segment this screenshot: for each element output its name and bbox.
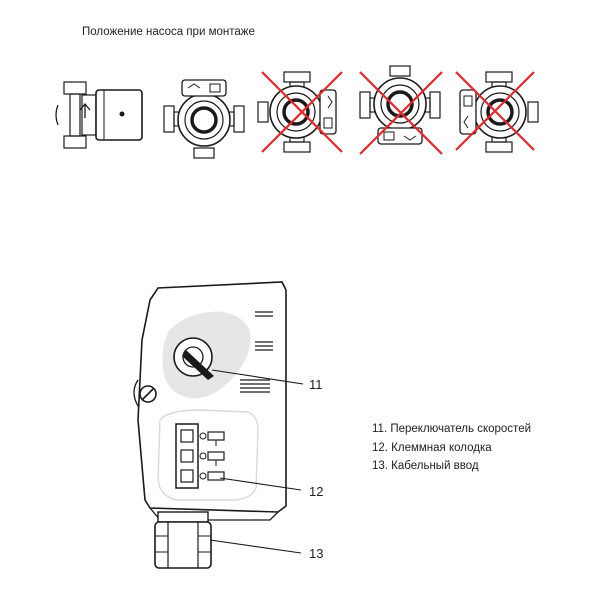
mount-position-1	[55, 81, 143, 149]
legend-item-terminal-block: 12. Клеммная колодка	[372, 441, 492, 454]
callout-12: 12	[309, 484, 323, 499]
terminal-phase-icon	[199, 472, 207, 480]
speed-switch	[173, 337, 214, 380]
legend: 11. Переключатель скоростей 12. Клеммная…	[372, 420, 531, 476]
terminal-neutral-icon	[199, 452, 207, 460]
speed-marks	[240, 311, 273, 393]
forbidden-cross-icon	[455, 71, 535, 151]
callout-11: 11	[309, 377, 323, 392]
flow-arrow-icon	[79, 102, 91, 118]
mount-position-4	[358, 64, 443, 155]
callout-13: 13	[309, 546, 323, 561]
forbidden-cross-icon	[359, 71, 443, 155]
mount-position-3	[256, 70, 343, 154]
cable-gland	[154, 511, 212, 569]
mounting-title: Положение насоса при монтаже	[82, 26, 255, 38]
terminal-box	[133, 281, 287, 569]
terminal-block	[175, 423, 225, 489]
legend-item-cable-gland: 13. Кабельный ввод	[372, 460, 479, 472]
mount-position-5	[455, 70, 540, 154]
terminal-earth-icon	[199, 432, 207, 440]
leader-lines	[209, 369, 304, 554]
legend-item-speed-switch: 11. Переключатель скоростей	[372, 423, 532, 435]
forbidden-cross-icon	[261, 71, 343, 153]
mount-position-2	[162, 78, 246, 160]
